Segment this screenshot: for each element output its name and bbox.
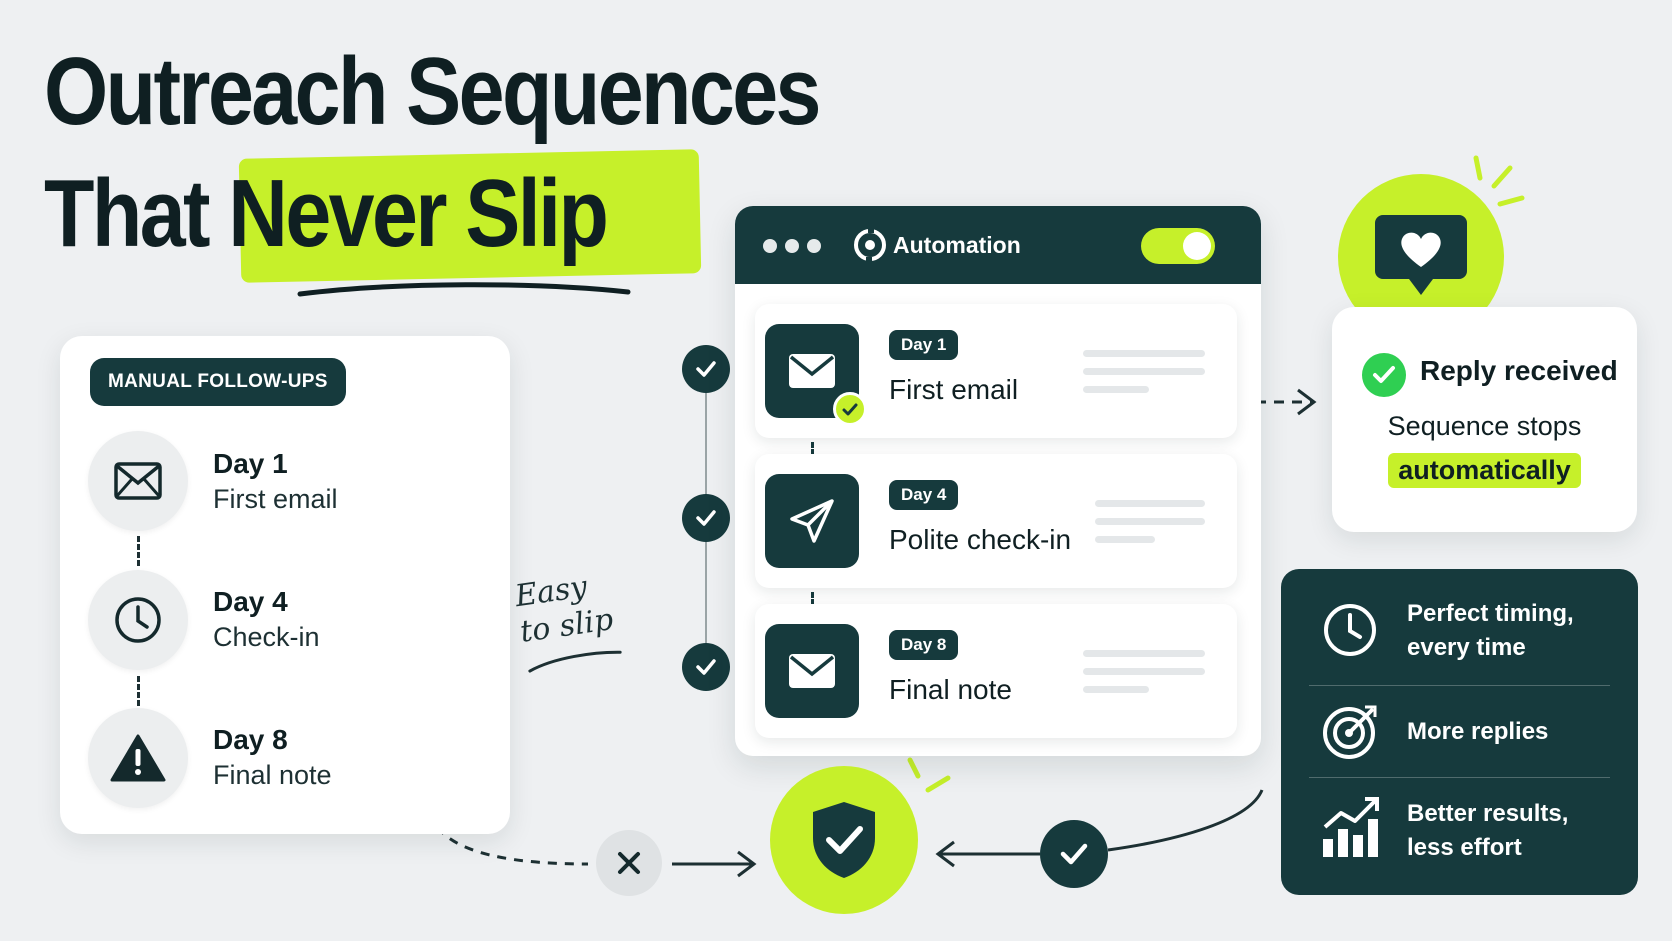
sent-check-badge (833, 392, 867, 426)
reply-highlight: automatically (1388, 453, 1581, 488)
title-line-1: Outreach Sequences (44, 38, 821, 145)
auto-step-2-icon (765, 474, 859, 568)
check-icon (1373, 366, 1395, 383)
manual-followups-card: MANUAL FOLLOW-UPS Day 1 First email Day … (60, 336, 510, 834)
target-icon (1323, 705, 1377, 759)
heart-chat-icon (1375, 215, 1467, 295)
auto-step-3-label: Final note (889, 674, 1012, 705)
title-line-2-plain: That (44, 160, 211, 267)
title-line-2-highlight: Never Slip (228, 160, 609, 267)
easy-to-slip-note: Easy to slip (513, 566, 627, 687)
benefit-2-text: More replies (1407, 718, 1549, 745)
reply-received-card: Reply received Sequence stops automatica… (1332, 307, 1637, 532)
auto-step-3-icon (765, 624, 859, 718)
placeholder-lines (1083, 650, 1205, 704)
automation-panel: Automation Day 1 First email (735, 206, 1261, 756)
manual-dash-1 (137, 536, 140, 566)
missed-x-circle (596, 830, 662, 896)
check-icon (696, 361, 716, 377)
auto-dash-1 (811, 442, 814, 462)
manual-step-1-label: First email (213, 484, 338, 514)
growth-chart-icon (1323, 797, 1379, 857)
auto-step-2-day: Day 4 (889, 480, 959, 510)
panel-to-check-curve (1107, 789, 1264, 852)
auto-step-1-day: Day 1 (889, 330, 959, 360)
envelope-icon (789, 354, 835, 388)
auto-dash-2 (811, 592, 814, 612)
window-dot (763, 239, 777, 253)
title-line-2: That Never Slip (44, 160, 609, 267)
paper-plane-icon (790, 499, 834, 543)
auto-step-1-label: First email (889, 374, 1019, 405)
check-to-shield-arrow (935, 840, 955, 868)
envelope-icon (114, 462, 162, 500)
timeline-check-2 (682, 494, 730, 542)
sparkle-heart (1473, 155, 1525, 207)
auto-step-1[interactable]: Day 1 First email (755, 304, 1237, 438)
fail-to-shield-arrow (737, 850, 757, 878)
placeholder-lines (1083, 350, 1205, 404)
clock-icon (1324, 604, 1376, 656)
easy-note-underline (528, 650, 622, 673)
close-icon (618, 852, 640, 874)
warning-icon (110, 734, 166, 782)
manual-step-3-label: Final note (213, 760, 332, 790)
automation-header: Automation (735, 206, 1261, 284)
automation-title: Automation (893, 232, 1021, 258)
check-icon (696, 659, 716, 675)
toggle-knob (1183, 232, 1211, 260)
title-underline (297, 282, 631, 297)
benefit-divider (1309, 685, 1610, 686)
benefit-3-line-2: less effort (1407, 834, 1522, 861)
window-dot (785, 239, 799, 253)
benefit-3-text: Better results, less effort (1407, 797, 1568, 865)
check-icon (696, 510, 716, 526)
timeline-check-3 (682, 643, 730, 691)
success-check-icon (1362, 353, 1406, 397)
check-icon (842, 403, 858, 415)
window-dot (807, 239, 821, 253)
benefits-panel: Perfect timing, every time More replies … (1281, 569, 1638, 895)
manual-badge: MANUAL FOLLOW-UPS (90, 358, 346, 406)
auto-step-2[interactable]: Day 4 Polite check-in (755, 454, 1237, 588)
reply-subtitle: Sequence stops (1387, 411, 1582, 441)
reply-highlight-wrap: automatically (1332, 453, 1637, 488)
automation-sync-icon (854, 228, 886, 262)
auto-step-2-label: Polite check-in (889, 524, 1072, 555)
placeholder-lines (1095, 500, 1205, 554)
timeline-check-1 (682, 345, 730, 393)
manual-step-2-day: Day 4 (213, 586, 288, 617)
benefit-1-line-1: Perfect timing, (1407, 600, 1574, 627)
final-check-circle (1040, 820, 1108, 888)
shield-check-icon (813, 802, 875, 878)
manual-dash-2 (137, 676, 140, 706)
shield-circle (770, 766, 918, 914)
check-icon (1060, 843, 1088, 865)
reply-title: Reply received (1420, 355, 1618, 386)
manual-step-2-icon (88, 570, 188, 670)
benefit-divider (1309, 777, 1610, 778)
auto-step-3[interactable]: Day 8 Final note (755, 604, 1237, 738)
automation-toggle[interactable] (1141, 228, 1215, 264)
manual-step-1-day: Day 1 (213, 448, 288, 479)
clock-icon (115, 597, 161, 643)
manual-step-1-icon (88, 431, 188, 531)
manual-step-3-icon (88, 708, 188, 808)
benefit-1-text: Perfect timing, every time (1407, 597, 1574, 665)
benefit-1-line-2: every time (1407, 634, 1526, 661)
to-reply-arrow (1297, 388, 1317, 416)
manual-step-3-day: Day 8 (213, 724, 288, 755)
benefit-3-line-1: Better results, (1407, 800, 1569, 827)
manual-step-2-label: Check-in (213, 622, 320, 652)
envelope-icon (789, 654, 835, 688)
auto-step-3-day: Day 8 (889, 630, 959, 660)
sparkle-shield (907, 757, 951, 793)
